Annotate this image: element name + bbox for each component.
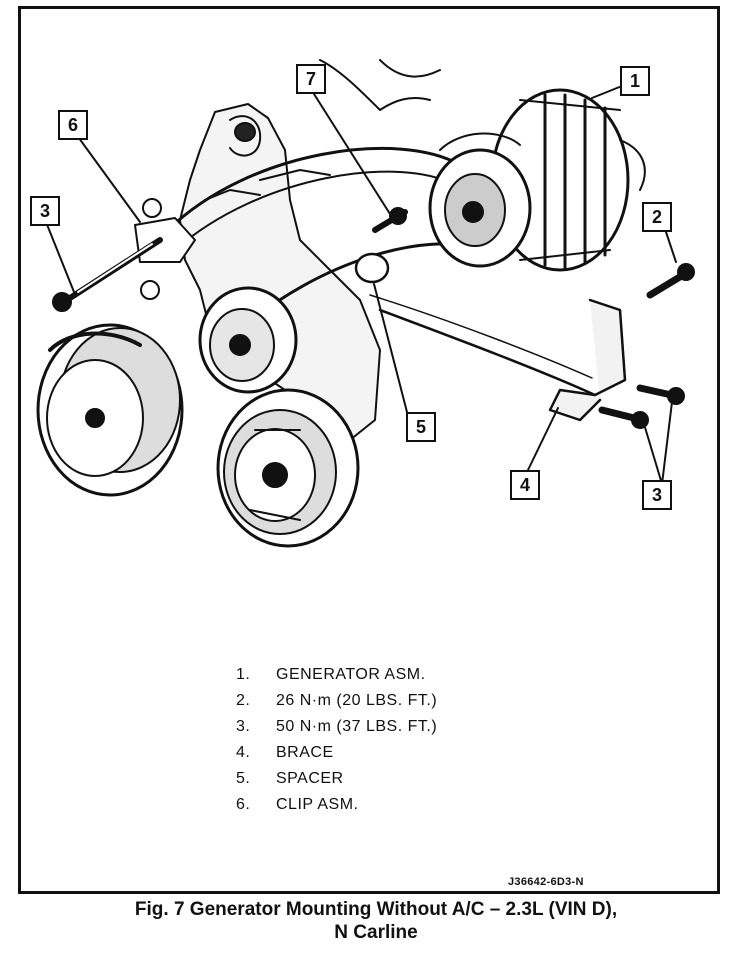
- legend-text: GENERATOR ASM.: [276, 666, 426, 683]
- bolt-3-right-b: [636, 384, 685, 405]
- generator-assembly: [428, 88, 646, 272]
- callout-1: 1: [620, 66, 650, 96]
- callout-3-left: 3: [30, 196, 60, 226]
- crank-pulley: [36, 323, 184, 497]
- bolt-7: [372, 207, 408, 233]
- legend-number: 2.: [236, 692, 251, 709]
- legend-item: 1. GENERATOR ASM.: [236, 662, 437, 688]
- legend-item: 6. CLIP ASM.: [236, 792, 437, 818]
- caption-line-2: N Carline: [334, 922, 418, 943]
- callout-4: 4: [510, 470, 540, 500]
- legend-item: 5. SPACER: [236, 766, 437, 792]
- legend-item: 2. 26 N·m (20 LBS. FT.): [236, 688, 437, 714]
- leader-lines: [45, 81, 677, 485]
- legend-item: 4. BRACE: [236, 740, 437, 766]
- legend-number: 3.: [236, 718, 251, 735]
- legend-number: 4.: [236, 744, 251, 761]
- figure-caption: Fig. 7 Generator Mounting Without A/C – …: [0, 898, 752, 944]
- drive-belt: [166, 146, 462, 232]
- callout-5: 5: [406, 412, 436, 442]
- callout-2: 2: [642, 202, 672, 232]
- parts-legend: 1.GENERATOR ASM. 2.26 N·m (20 LBS. FT.) …: [236, 662, 437, 818]
- legend-text: 26 N·m (20 LBS. FT.): [276, 692, 438, 709]
- legend-number: 5.: [236, 770, 251, 787]
- legend-text: BRACE: [276, 744, 334, 761]
- callout-7: 7: [296, 64, 326, 94]
- water-pump-pulley: [216, 388, 360, 548]
- legend-number: 6.: [236, 796, 251, 813]
- engine-bracket: [179, 103, 381, 441]
- bolt-3-right-a: [598, 406, 649, 429]
- spacer: [354, 252, 390, 284]
- reference-code: J36642-6D3-N: [508, 876, 584, 888]
- bolt-2: [646, 263, 695, 299]
- brace: [548, 298, 627, 422]
- legend-item: 3. 50 N·m (37 LBS. FT.): [236, 714, 437, 740]
- callout-6: 6: [58, 110, 88, 140]
- legend-number: 1.: [236, 666, 251, 683]
- legend-text: CLIP ASM.: [276, 796, 359, 813]
- caption-line-1: Fig. 7 Generator Mounting Without A/C – …: [134, 899, 618, 920]
- idler-pulley: [198, 286, 298, 394]
- callout-3-right: 3: [642, 480, 672, 510]
- bolt-3-left: [52, 237, 163, 312]
- legend-text: 50 N·m (37 LBS. FT.): [276, 718, 438, 735]
- legend-text: SPACER: [276, 770, 344, 787]
